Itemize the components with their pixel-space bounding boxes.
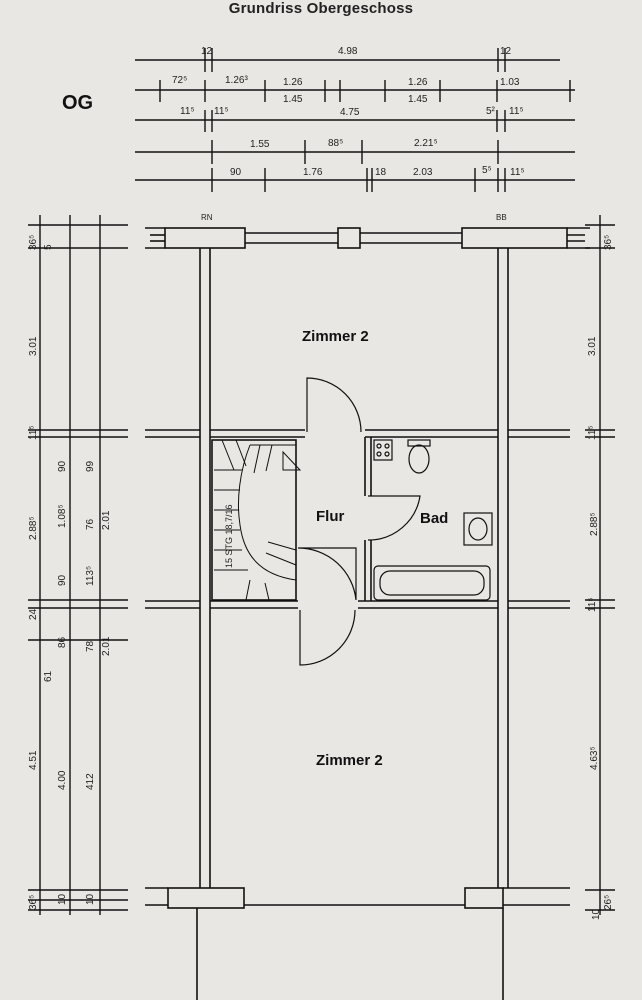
dim-left-c4-1: 2.01 bbox=[101, 636, 112, 656]
dim-top-5b: 1.76 bbox=[303, 167, 323, 178]
room-zimmer-bottom: Zimmer 2 bbox=[316, 752, 383, 769]
dim-top-2b: 1.26³ bbox=[225, 75, 248, 86]
dim-top-2c: 1.26 bbox=[283, 77, 303, 88]
dim-left-c2-2: 90 bbox=[57, 574, 68, 586]
dim-left-c1-4: 24 bbox=[28, 608, 39, 620]
dim-top-3a: 11⁵ bbox=[180, 106, 195, 117]
dim-left-c3-5: 10 bbox=[85, 893, 96, 905]
room-flur: Flur bbox=[316, 508, 345, 525]
dim-left-c2-0: 90 bbox=[57, 460, 68, 472]
room-bad: Bad bbox=[420, 510, 449, 527]
dim-top-5f: 11⁵ bbox=[510, 167, 525, 178]
wall-label-left: RN bbox=[201, 213, 213, 222]
dim-left-c2-1: 1.08⁵ bbox=[57, 504, 68, 528]
dim-right-4: 11⁵ bbox=[587, 597, 598, 612]
dim-top-2a: 72⁵ bbox=[172, 75, 188, 86]
dim-top-5e: 5⁵ bbox=[482, 165, 492, 176]
dim-right-6: 26⁵ bbox=[603, 894, 614, 910]
dim-left-c2-3: 86 bbox=[57, 636, 68, 648]
dim-left-c2-5: 10 bbox=[57, 893, 68, 905]
dim-top-1a: 12 bbox=[201, 46, 213, 57]
dim-left-c1-5: 4.51 bbox=[28, 750, 39, 770]
dim-top-5d: 2.03 bbox=[413, 167, 433, 178]
dim-left-c3-3: 78 bbox=[85, 640, 96, 652]
dim-top-4c: 2.21⁵ bbox=[414, 138, 438, 149]
dim-top-4a: 1.55 bbox=[250, 139, 270, 150]
dim-top-2g: 1.03 bbox=[500, 77, 520, 88]
dim-top-2d: 1.45 bbox=[283, 94, 303, 105]
dim-top-5a: 90 bbox=[230, 167, 242, 178]
dim-left-c1-3: 2.88⁵ bbox=[28, 516, 39, 540]
dim-right-2: 11⁵ bbox=[587, 425, 598, 440]
floor-label: OG bbox=[62, 92, 94, 114]
dim-left-small-0: 5 bbox=[43, 244, 54, 250]
dim-left-c3-1: 76 bbox=[85, 518, 96, 530]
dim-right-0: 36⁵ bbox=[603, 234, 614, 250]
dim-left-c2-4: 4.00 bbox=[57, 770, 68, 790]
dim-top-1b: 4.98 bbox=[338, 46, 358, 57]
dim-left-small-1: 61 bbox=[43, 670, 54, 682]
dim-right-7: 10 bbox=[591, 908, 602, 920]
page-title: Grundriss Obergeschoss bbox=[228, 0, 414, 17]
dim-top-3e: 11⁵ bbox=[509, 106, 524, 117]
dim-left-c3-0: 99 bbox=[85, 460, 96, 472]
dim-left-c1-0: 36⁵ bbox=[28, 234, 39, 250]
wall-label-right: BB bbox=[496, 213, 507, 222]
stair-label: 15 STG 18,7/16 bbox=[224, 504, 234, 568]
dim-left-c4-0: 2.01 bbox=[101, 510, 112, 530]
dim-top-3b: 11⁵ bbox=[214, 106, 229, 117]
dim-right-1: 3.01 bbox=[587, 336, 598, 356]
dim-top-2e: 1.26 bbox=[408, 77, 428, 88]
room-zimmer-top: Zimmer 2 bbox=[302, 328, 369, 345]
dim-left-c1-1: 3.01 bbox=[28, 336, 39, 356]
dim-left-c1-2: 11⁵ bbox=[28, 425, 39, 440]
dim-top-3d: 5² bbox=[486, 106, 495, 117]
dim-left-c3-2: 113⁵ bbox=[85, 565, 96, 586]
dim-top-1c: 12 bbox=[500, 46, 512, 57]
dim-right-5: 4.63⁵ bbox=[589, 746, 600, 770]
dim-top-4b: 88⁵ bbox=[328, 138, 344, 149]
dim-top-3c: 4.75 bbox=[340, 107, 360, 118]
dim-top-5c: 18 bbox=[375, 167, 387, 178]
dim-left-c1-6: 36⁵ bbox=[28, 894, 39, 910]
dim-top-2f: 1.45 bbox=[408, 94, 428, 105]
dim-right-3: 2.88⁵ bbox=[589, 512, 600, 536]
dim-left-c3-4: 412 bbox=[85, 773, 96, 790]
